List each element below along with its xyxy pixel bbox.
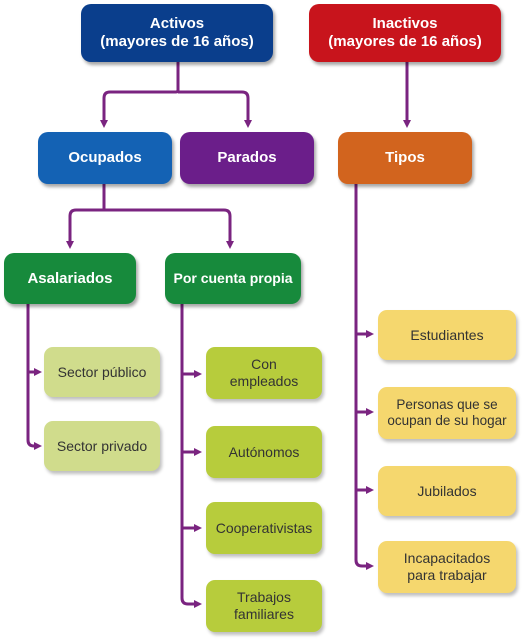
jubilados-box: Jubilados [378,466,516,516]
incapacitados-box: Incapacitados para trabajar [378,541,516,593]
con-empleados-box: Con empleados [206,347,322,399]
con-empleados-line2: empleados [229,373,299,389]
personas-hogar-line1: Personas que se [396,396,498,412]
asalariados-label: Asalariados [27,269,113,287]
inactivos-box: Inactivos (mayores de 16 años) [309,4,501,62]
activos-box: Activos (mayores de 16 años) [81,4,273,62]
activos-subtitle: (mayores de 16 años) [100,33,254,50]
personas-hogar-box: Personas que se ocupan de su hogar [378,387,516,439]
connector-cuenta-propia-trunk [180,304,198,606]
incapacitados-line1: Incapacitados [403,550,491,567]
connector-asalariados-trunk [26,304,38,448]
ocupados-label: Ocupados [68,149,142,166]
sector-publico-label: Sector público [57,363,147,380]
sector-privado-label: Sector privado [56,437,148,454]
inactivos-title: Inactivos [372,15,438,32]
autonomos-label: Autónomos [228,443,300,460]
sector-privado-box: Sector privado [44,421,160,471]
cuenta-propia-label: Por cuenta propia [173,270,293,287]
activos-title: Activos [149,15,205,32]
parados-label: Parados [217,149,277,166]
connector-ocupados-asalariados [66,184,106,249]
parados-box: Parados [180,132,314,184]
trabajos-familiares-box: Trabajos familiares [206,580,322,632]
cooperativistas-label: Cooperativistas [215,519,313,536]
jubilados-label: Jubilados [417,482,477,499]
trabajos-familiares-line1: Trabajos [237,589,291,606]
inactivos-subtitle: (mayores de 16 años) [328,33,482,50]
incapacitados-line2: para trabajar [407,567,487,583]
cooperativistas-box: Cooperativistas [206,502,322,554]
estudiantes-label: Estudiantes [410,326,484,343]
connector-activos-ocupados [100,62,180,128]
connector-activos-parados [178,90,252,128]
connector-tipos-trunk [354,184,370,568]
cuenta-propia-box: Por cuenta propia [165,253,301,304]
trabajos-familiares-line2: familiares [234,606,294,622]
asalariados-box: Asalariados [4,253,136,304]
autonomos-box: Autónomos [206,426,322,478]
personas-hogar-line2: ocupan de su hogar [387,413,507,428]
tipos-label: Tipos [385,149,425,166]
estudiantes-box: Estudiantes [378,310,516,360]
connector-ocupados-cuenta-propia [104,208,234,249]
sector-publico-box: Sector público [44,347,160,397]
con-empleados-line1: Con [251,356,277,373]
tipos-box: Tipos [338,132,472,184]
ocupados-box: Ocupados [38,132,172,184]
